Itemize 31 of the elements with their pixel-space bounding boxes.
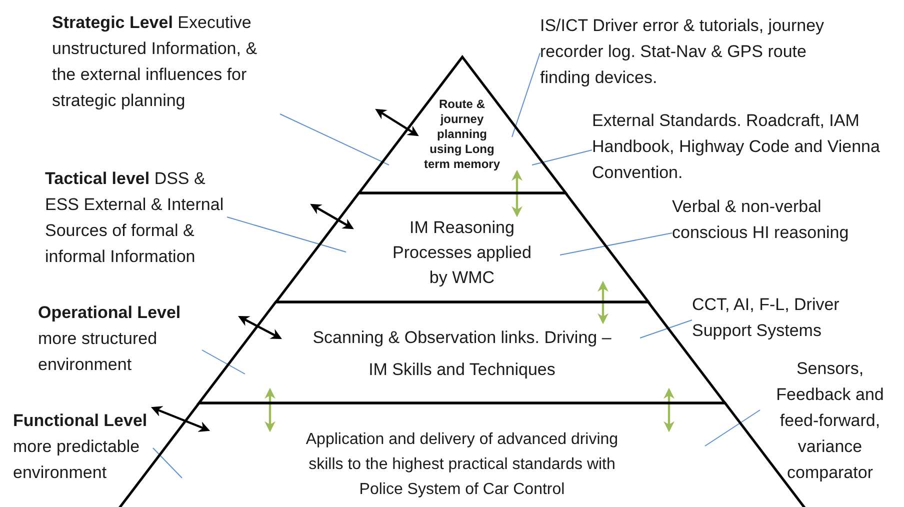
level-description: Strategic Level Executive unstructured Information, & the external influences for strategic planning (52, 10, 280, 114)
annotation-text: Operational Level more structured environment (38, 300, 203, 378)
double-arrow (150, 406, 210, 432)
double-arrow (375, 108, 419, 136)
tier-label: Route & journey planning using Long term memory (422, 97, 501, 172)
pyramid-tier (276, 193, 648, 302)
double-arrow (664, 388, 674, 432)
tier-label: Application and delivery of advanced driving skills to the highest practical standards with Police System of Car Control (304, 430, 620, 500)
leader-line (202, 350, 246, 374)
leader-line (226, 216, 346, 252)
double-arrow (598, 280, 608, 324)
leader-line (560, 232, 672, 256)
double-arrow (264, 388, 276, 432)
leader-line (280, 114, 390, 166)
annotation-text: Functional Level more predictable environment (13, 408, 153, 486)
double-arrow (238, 316, 282, 340)
annotation-text: Tactical level DSS & ESS External & Internal Sources of formal & informal Information (45, 166, 227, 270)
tier-label: Scanning & Observation links. Driving – IM Skills and Techniques (312, 327, 612, 381)
leader-line (532, 150, 592, 166)
double-arrow (512, 170, 522, 218)
annotation-text: External Standards. Roadcraft, IAM Handbook, Highway Code and Vienna Convention. (592, 108, 882, 186)
annotation-text: Verbal & non-verbal conscious HI reasoning (672, 194, 882, 246)
leader-line (640, 320, 692, 338)
annotation-text: CCT, AI, F-L, Driver Support Systems (692, 292, 892, 344)
leader-line (152, 448, 182, 478)
leader-line (512, 52, 540, 138)
leader-line (704, 410, 760, 446)
annotation-text: Sensors, Feedback and feed-forward, variance comparator (760, 356, 900, 486)
tier-label: IM Reasoning Processes applied by WMC (392, 217, 532, 289)
double-arrow (310, 204, 354, 230)
annotation-text: IS/ICT Driver error & tutorials, journey recorder log. Stat-Nav & GPS route finding devices. (540, 13, 840, 91)
